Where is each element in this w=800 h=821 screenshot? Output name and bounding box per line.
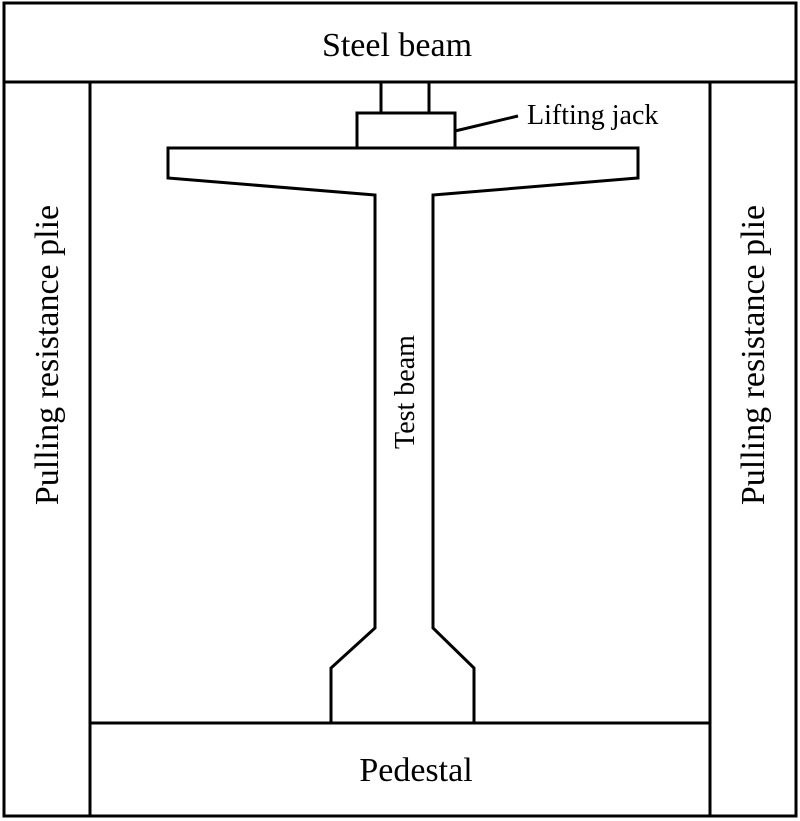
pile-right [708,80,798,818]
pedestal-label: Pedestal [359,752,472,789]
test-beam-label: Test beam [390,335,421,449]
pedestal [88,721,712,818]
pile-right-label: Pulling resistance plie [735,205,772,505]
steel-beam [2,1,798,84]
test-beam [166,146,640,725]
lifting-jack-label: Lifting jack [527,100,658,131]
pile-left-label: Pulling resistance plie [29,205,66,505]
pile-left [2,80,92,818]
steel-beam-label: Steel beam [322,27,472,64]
jack-body [355,111,457,150]
jack-leader-line [454,114,519,133]
jack-piston [379,80,431,115]
